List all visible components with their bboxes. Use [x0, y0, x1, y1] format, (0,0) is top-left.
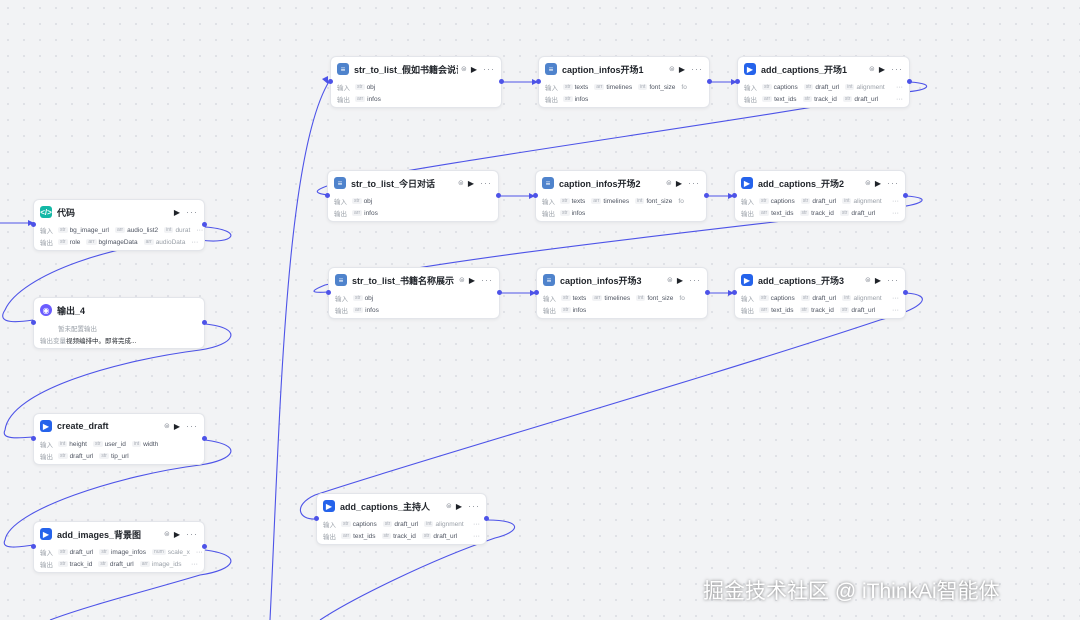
output-icon: ◉: [40, 304, 52, 316]
node-title: caption_infos开场1: [562, 64, 644, 75]
node-output-4[interactable]: ◉ 输出_4 暂未配置输出 输出变量 视频编排中。即将完成...: [31, 297, 207, 349]
node-title: caption_infos开场3: [560, 275, 642, 286]
node-title: str_to_list_今日对话: [351, 178, 436, 189]
input-port[interactable]: [31, 544, 36, 549]
output-port[interactable]: [202, 436, 207, 441]
output-port[interactable]: [907, 79, 912, 84]
output-port[interactable]: [707, 79, 712, 84]
output-port[interactable]: [704, 193, 709, 198]
play-icon[interactable]: ▶: [676, 275, 683, 285]
input-port[interactable]: [314, 516, 319, 521]
output-port[interactable]: [202, 320, 207, 325]
more-icon[interactable]: ···: [480, 178, 492, 188]
input-port[interactable]: [325, 193, 330, 198]
output-port[interactable]: [484, 516, 489, 521]
more-icon[interactable]: ···: [468, 501, 480, 511]
node-title: add_captions_主持人: [340, 501, 431, 512]
input-port[interactable]: [31, 320, 36, 325]
play-icon[interactable]: ▶: [874, 178, 881, 188]
play-icon[interactable]: ▶: [173, 529, 180, 539]
node-title: 输出_4: [57, 305, 86, 316]
play-icon[interactable]: ▶: [874, 275, 881, 285]
output-content: 视频编排中。即将完成...: [66, 338, 137, 345]
play-icon[interactable]: ▶: [470, 64, 477, 74]
more-icon[interactable]: ···: [691, 64, 703, 74]
node-title: add_captions_开场3: [758, 275, 845, 286]
output-port[interactable]: [705, 290, 710, 295]
plugin-icon: ▶: [323, 500, 335, 512]
plugin-icon: ▶: [744, 63, 756, 75]
more-icon[interactable]: ···: [688, 178, 700, 188]
play-icon[interactable]: ▶: [878, 64, 885, 74]
more-icon[interactable]: ···: [186, 421, 198, 431]
play-icon[interactable]: ▶: [468, 275, 475, 285]
more-icon[interactable]: ···: [481, 275, 493, 285]
plugin-icon: ▶: [741, 274, 753, 286]
input-port[interactable]: [533, 193, 538, 198]
input-port[interactable]: [326, 290, 331, 295]
more-icon[interactable]: ···: [887, 178, 899, 188]
output-port[interactable]: [903, 290, 908, 295]
more-icon[interactable]: ···: [186, 529, 198, 539]
node-title: add_images_背景图: [57, 529, 142, 540]
more-icon[interactable]: ···: [689, 275, 701, 285]
input-port[interactable]: [534, 290, 539, 295]
node-title: add_captions_开场1: [761, 64, 848, 75]
play-icon[interactable]: ▶: [455, 501, 462, 511]
input-port[interactable]: [735, 79, 740, 84]
node-title: add_captions_开场2: [758, 178, 845, 189]
output-port[interactable]: [202, 222, 207, 227]
list-icon: ≡: [335, 274, 347, 286]
plugin-icon: ▶: [741, 177, 753, 189]
list-icon: ≡: [545, 63, 557, 75]
output-port[interactable]: [497, 290, 502, 295]
more-icon[interactable]: ···: [891, 64, 903, 74]
list-icon: ≡: [542, 177, 554, 189]
more-icon[interactable]: ···: [186, 207, 198, 217]
input-port[interactable]: [328, 79, 333, 84]
node-title: create_draft: [57, 421, 109, 431]
play-icon[interactable]: ▶: [678, 64, 685, 74]
input-port[interactable]: [31, 222, 36, 227]
output-port[interactable]: [496, 193, 501, 198]
code-icon: </>: [40, 206, 52, 218]
node-title: 代码: [57, 207, 76, 218]
input-port[interactable]: [732, 290, 737, 295]
plugin-icon: ▶: [40, 420, 52, 432]
input-port[interactable]: [732, 193, 737, 198]
more-icon[interactable]: ···: [483, 64, 495, 74]
more-icon[interactable]: ···: [887, 275, 899, 285]
list-icon: ≡: [334, 177, 346, 189]
play-icon[interactable]: ▶: [675, 178, 682, 188]
output-port[interactable]: [202, 544, 207, 549]
node-title: str_to_list_书籍名称展示: [352, 275, 455, 286]
output-port[interactable]: [903, 193, 908, 198]
input-port[interactable]: [536, 79, 541, 84]
node-title: str_to_list_假如书籍会说话: [354, 64, 458, 75]
input-port[interactable]: [31, 436, 36, 441]
list-icon: ≡: [337, 63, 349, 75]
list-icon: ≡: [543, 274, 555, 286]
plugin-icon: ▶: [40, 528, 52, 540]
node-title: caption_infos开场2: [559, 178, 641, 189]
play-icon[interactable]: ▶: [173, 207, 180, 217]
watermark: 掘金技术社区 @ iThinkAi智能体: [703, 580, 1000, 603]
output-port[interactable]: [499, 79, 504, 84]
play-icon[interactable]: ▶: [467, 178, 474, 188]
play-icon[interactable]: ▶: [173, 421, 180, 431]
